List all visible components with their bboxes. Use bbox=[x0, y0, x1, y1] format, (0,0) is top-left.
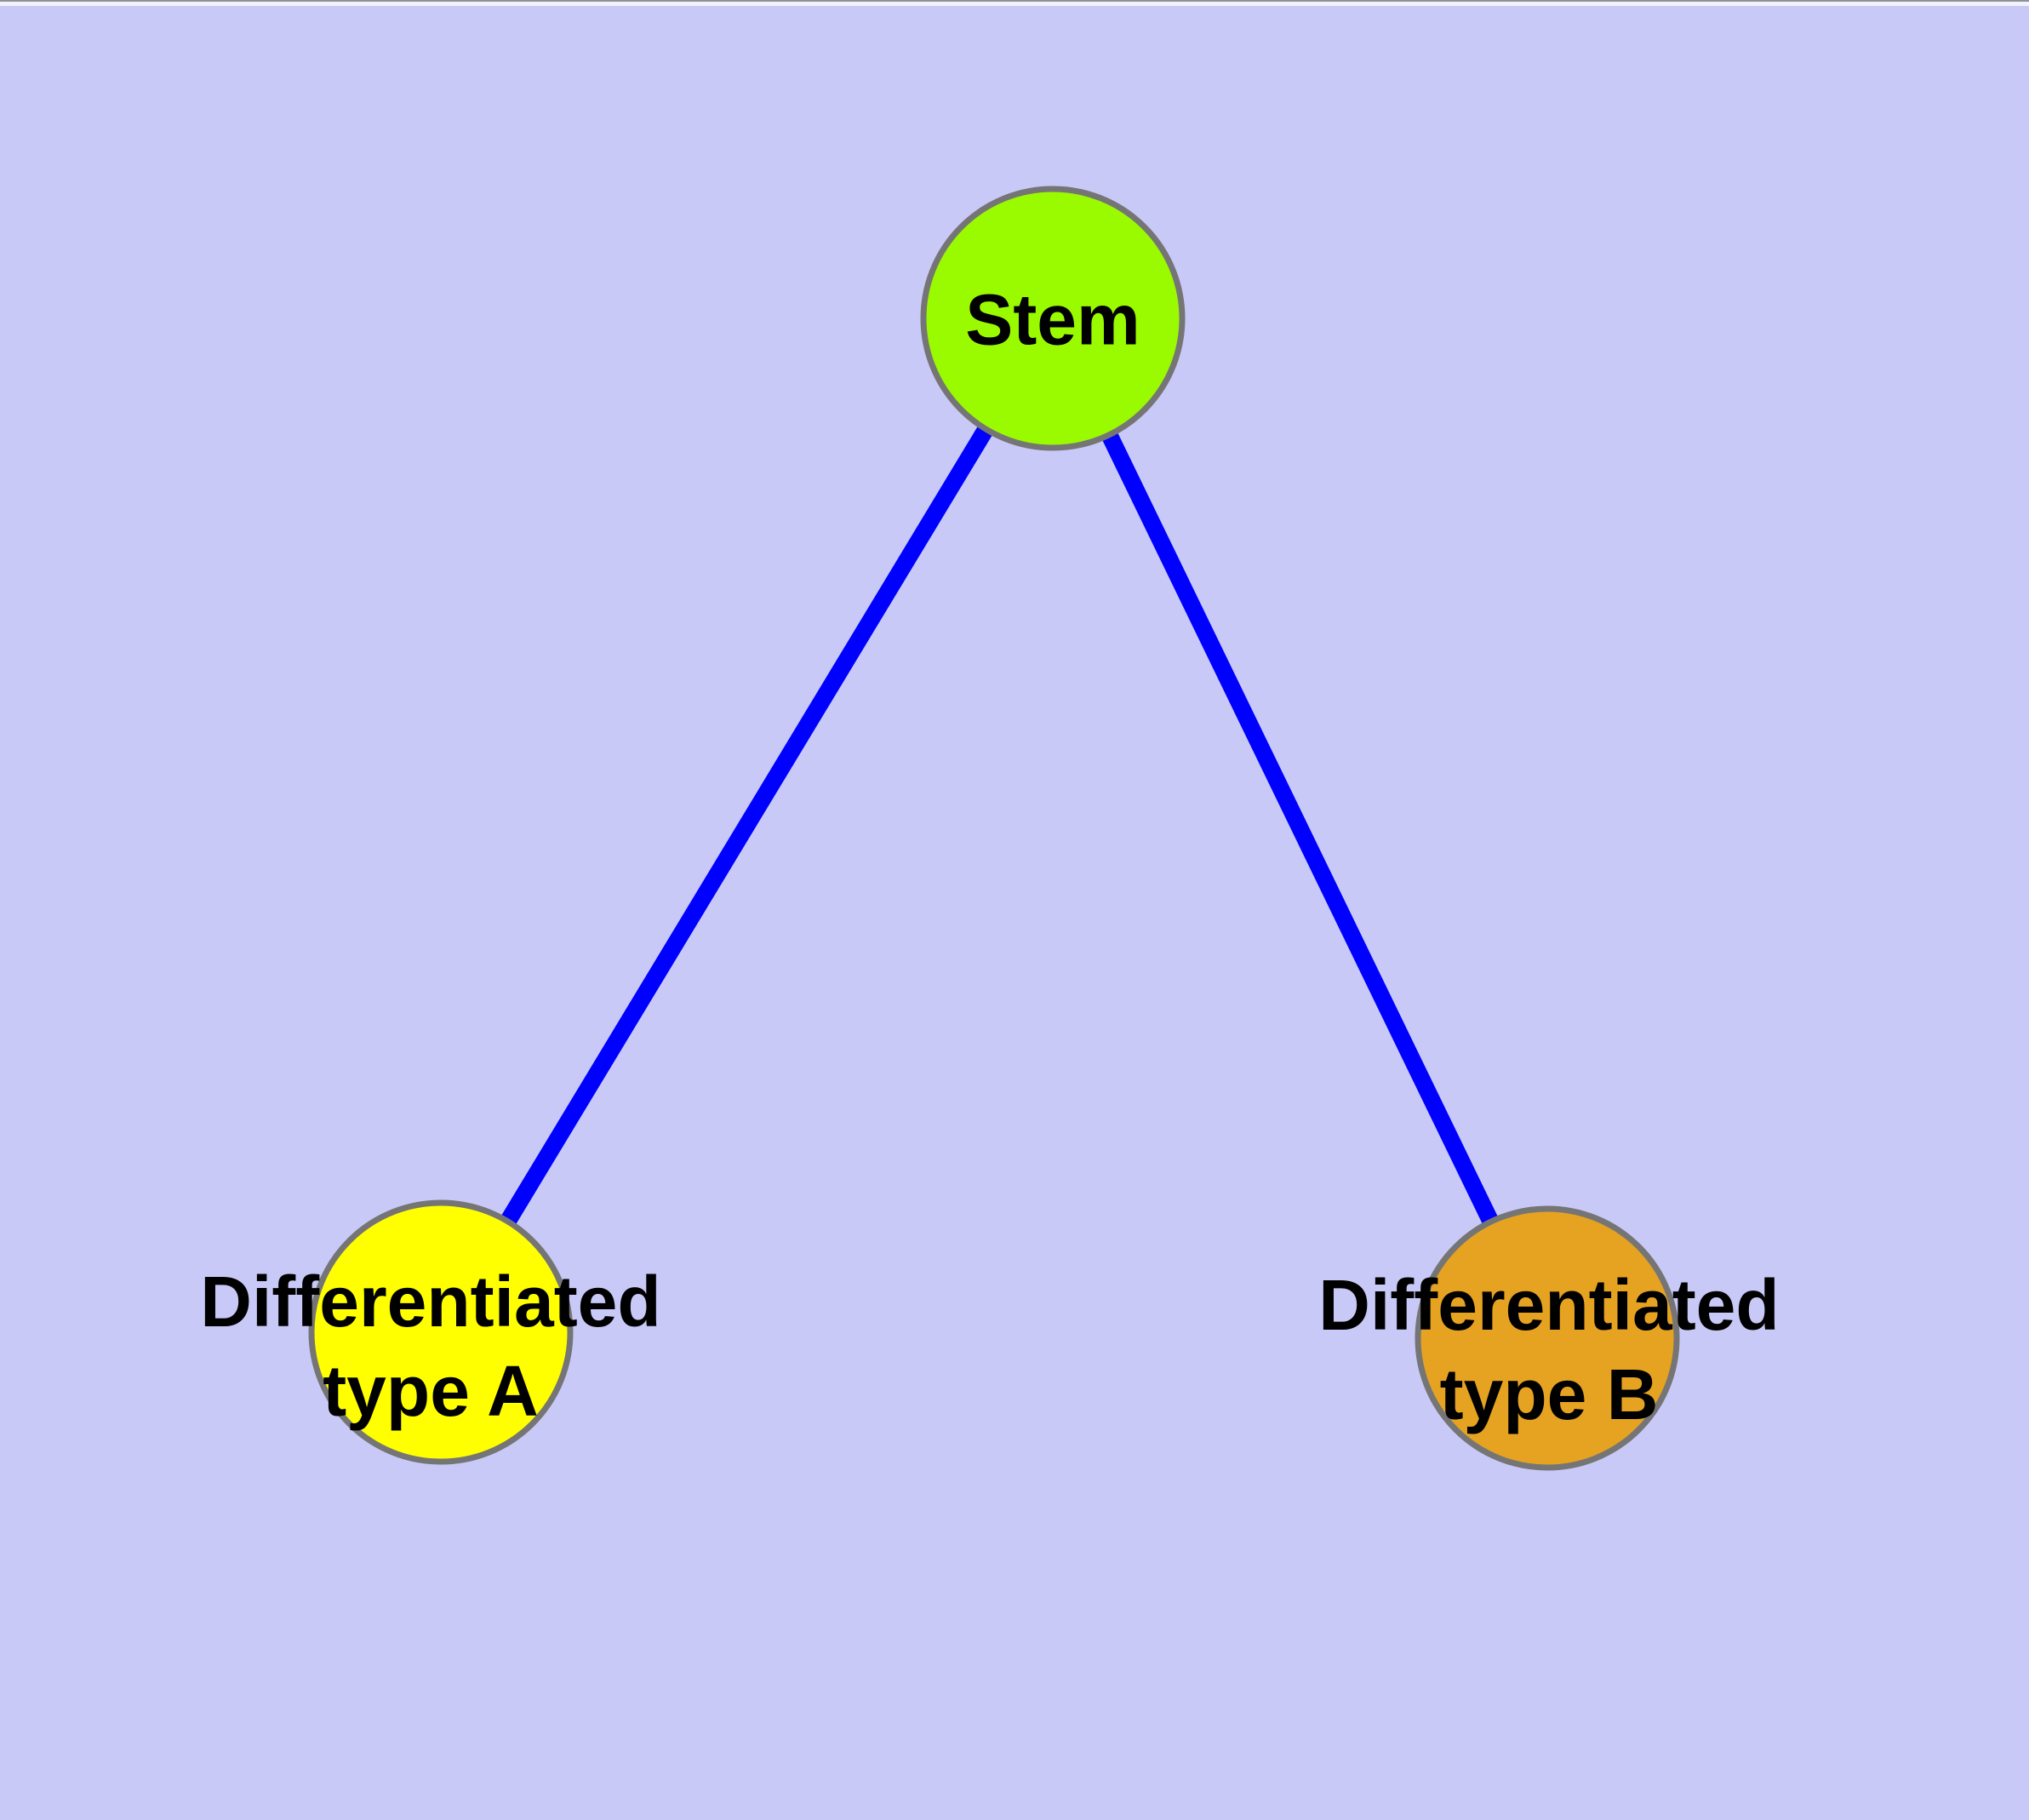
differentiated-type-a-node bbox=[308, 1199, 574, 1465]
edge-stem-to-type-a bbox=[433, 313, 1060, 1337]
edge-stem-to-type-b bbox=[1045, 314, 1555, 1342]
window-top-edge bbox=[0, 0, 2029, 6]
stem-node bbox=[920, 186, 1186, 451]
differentiated-type-b-node bbox=[1415, 1205, 1680, 1471]
